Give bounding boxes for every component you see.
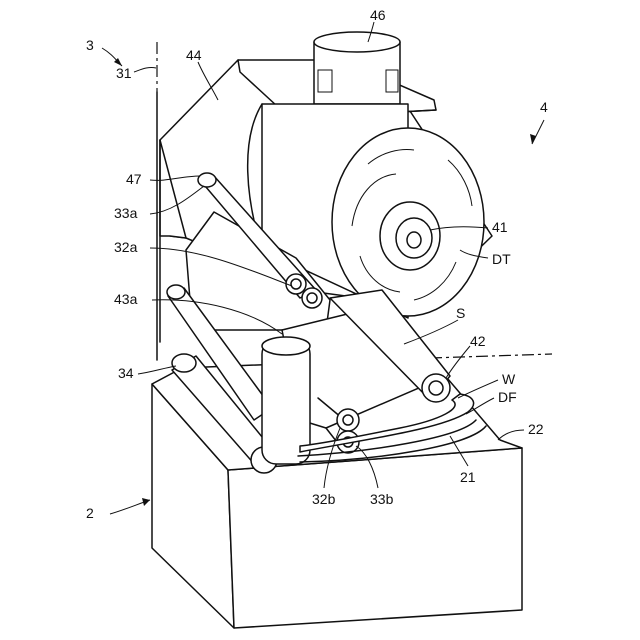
label-3: 3 [86, 37, 94, 53]
label-34: 34 [118, 365, 134, 381]
label-43a: 43a [114, 291, 138, 307]
label-33a: 33a [114, 205, 138, 221]
label-21: 21 [460, 469, 476, 485]
label-22: 22 [528, 421, 544, 437]
label-31: 31 [116, 65, 132, 81]
label-32a: 32a [114, 239, 138, 255]
label-32b: 32b [312, 491, 336, 507]
label-46: 46 [370, 7, 386, 23]
label-44: 44 [186, 47, 202, 63]
label-W: W [502, 371, 516, 387]
label-DF: DF [498, 389, 517, 405]
label-41: 41 [492, 219, 508, 235]
label-33b: 33b [370, 491, 394, 507]
label-42: 42 [470, 333, 486, 349]
cylinder-46 [314, 32, 400, 110]
label-4: 4 [540, 99, 548, 115]
label-DT: DT [492, 251, 511, 267]
label-S: S [456, 305, 465, 321]
label-2: 2 [86, 505, 94, 521]
reel-hub-41 [380, 202, 440, 270]
label-47: 47 [126, 171, 142, 187]
